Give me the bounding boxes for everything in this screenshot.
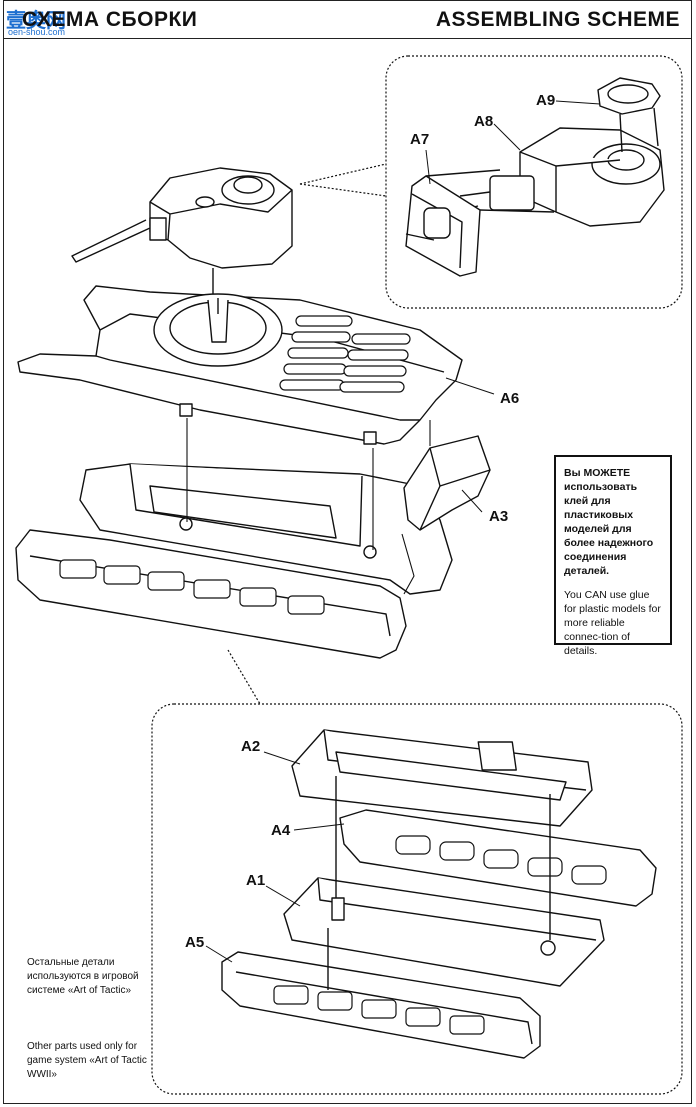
part-label-a6: A6 <box>500 390 520 407</box>
part-label-a3: A3 <box>489 508 509 525</box>
other-parts-note-en: Other parts used only for game system «A… <box>27 1041 147 1080</box>
hull-deck-a6 <box>17 285 463 445</box>
part-label-a1: A1 <box>246 872 266 889</box>
part-label-a5: A5 <box>185 934 205 951</box>
glue-note-ru: Вы МОЖЕТЕ использовать клей для пластико… <box>564 467 654 577</box>
label-leaders <box>205 100 601 963</box>
turret-exploded <box>405 77 665 277</box>
glue-note-box: Вы МОЖЕТЕ использовать клей для пластико… <box>554 455 672 657</box>
page-title-en: ASSEMBLING SCHEME <box>435 8 680 31</box>
turret-detail-frame <box>299 55 683 309</box>
assembly-arrows-upper <box>186 418 431 595</box>
hull-detail-frame <box>151 649 683 1095</box>
part-label-a7: A7 <box>410 131 430 148</box>
page-title-ru: СХЕМА СБОРКИ <box>22 8 198 31</box>
part-label-a4: A4 <box>271 822 291 839</box>
watermark-logo: 壹奥网 oen-shou.com <box>6 4 76 38</box>
side-plate-a3 <box>403 435 491 531</box>
glue-note-en: You CAN use glue for plastic models for … <box>564 589 661 657</box>
header-divider <box>3 38 692 39</box>
part-label-a2: A2 <box>241 738 261 755</box>
part-label-a9: A9 <box>536 92 556 109</box>
turret-assembled <box>71 167 293 300</box>
watermark-url: oen-shou.com <box>8 27 66 37</box>
hull-exploded <box>221 729 657 1059</box>
page-frame <box>3 0 692 1104</box>
watermark-glyphs: 壹奥网 <box>6 10 66 32</box>
part-label-a8: A8 <box>474 113 494 130</box>
other-parts-note-ru: Остальные детали используются в игровой … <box>27 957 139 996</box>
lower-hull-assembled <box>15 463 453 659</box>
